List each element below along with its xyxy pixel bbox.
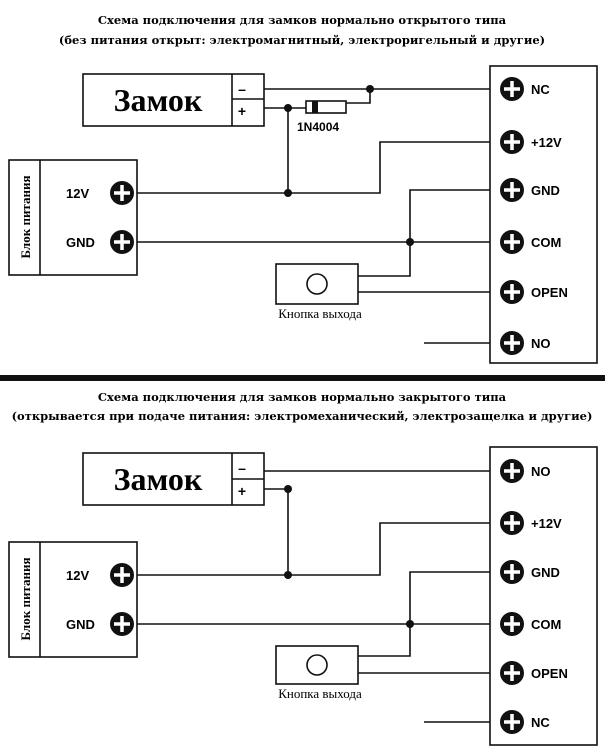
screw-terminal-icon [110,612,134,636]
screw-terminal-icon [110,181,134,205]
lock-minus-sign: – [238,81,246,97]
screw-terminal-icon [500,77,524,101]
junction-dot [406,620,414,628]
terminal-label-open: OPEN [531,285,568,300]
wires [134,88,498,344]
lock: Замок – + [82,452,265,506]
terminal-label-com: COM [531,235,561,250]
power-supply: Блок питания 12V GND [8,541,138,658]
screw-terminal-icon [500,612,524,636]
terminal-label-12v: +12V [531,516,562,531]
terminal-label-no: NO [531,336,551,351]
terminal-label-nc: NC [531,715,550,730]
title-line1: Схема подключения для замков нормально о… [98,13,507,27]
wires [134,470,498,723]
screw-terminal-icon [500,661,524,685]
screw-terminal-icon [500,230,524,254]
psu-label: Блок питания [18,558,33,641]
junction-dot [284,189,292,197]
terminal-label-no: NO [531,464,551,479]
controller-terminal-block: NC +12V GND COM OPEN NO [489,65,598,364]
screw-terminal-icon [500,280,524,304]
junction-dot [366,85,374,93]
push-button-icon [306,654,328,676]
diagram-normally-closed: Схема подключения для замков нормально з… [8,390,598,746]
terminal-label-com: COM [531,617,561,632]
screw-terminal-icon [500,130,524,154]
lock-plus-sign: + [238,483,246,499]
lock-label: Замок [114,461,203,497]
junction-dot [284,571,292,579]
screw-terminal-icon [500,331,524,355]
psu-terminal-12v-label: 12V [66,568,89,583]
psu-terminal-gnd-label: GND [66,617,95,632]
junction-dot [284,485,292,493]
terminal-label-12v: +12V [531,135,562,150]
terminal-label-gnd: GND [531,183,560,198]
exit-button-label: Кнопка выхода [278,686,362,701]
screw-terminal-icon [500,459,524,483]
power-supply: Блок питания 12V GND [8,159,138,276]
diagram-normally-open: Схема подключения для замков нормально о… [8,13,598,364]
exit-button: Кнопка выхода [275,263,362,321]
title-line2: (без питания открыт: электромагнитный, э… [59,33,545,47]
push-button-icon [306,273,328,295]
psu-terminal-12v-label: 12V [66,186,89,201]
screw-terminal-icon [500,178,524,202]
lock-minus-sign: – [238,460,246,476]
diode-label: 1N4004 [297,120,339,134]
title-line1: Схема подключения для замков нормально з… [98,390,507,404]
screw-terminal-icon [110,563,134,587]
terminal-label-gnd: GND [531,565,560,580]
terminal-label-nc: NC [531,82,550,97]
controller-terminal-block: NO +12V GND COM OPEN NC [489,446,598,746]
screw-terminal-icon [500,511,524,535]
screw-terminal-icon [500,710,524,734]
psu-label: Блок питания [18,176,33,259]
section-divider [0,375,605,381]
exit-button-label: Кнопка выхода [278,306,362,321]
terminal-label-open: OPEN [531,666,568,681]
lock-plus-sign: + [238,103,246,119]
lock-label: Замок [114,82,203,118]
exit-button: Кнопка выхода [275,645,362,701]
lock: Замок – + [82,73,265,127]
screw-terminal-icon [500,560,524,584]
diode-1n4004: 1N4004 [297,100,347,134]
junction-dot [406,238,414,246]
psu-terminal-gnd-label: GND [66,235,95,250]
title-line2: (открывается при подаче питания: электро… [12,409,593,423]
junction-dot [284,104,292,112]
screw-terminal-icon [110,230,134,254]
